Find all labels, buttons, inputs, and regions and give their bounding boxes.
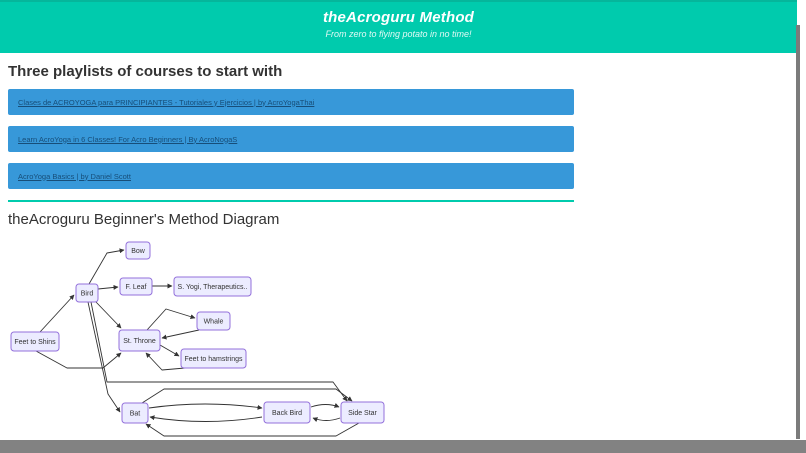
diagram-edge — [35, 350, 122, 369]
playlist-banner-1[interactable]: Clases de ACROYOGA para PRINCIPIANTES - … — [8, 89, 574, 115]
diagram-node-label: Feet to Shins — [14, 339, 56, 346]
diagram-node-label: Back Bird — [272, 410, 302, 417]
site-header: theAcroguru Method From zero to flying p… — [0, 0, 797, 53]
vertical-scrollbar[interactable] — [796, 25, 800, 439]
diagram-node-label: S. Yogi, Therapeutics.. — [178, 284, 248, 291]
diagram-node-label: Bat — [130, 411, 141, 418]
diagram-node-label: Bird — [81, 291, 94, 298]
diagram-edge — [145, 422, 360, 437]
diagram-node-feet-to-shins: Feet to Shins — [10, 331, 60, 352]
bottom-bar — [0, 440, 806, 453]
diagram-node-feet-to-hamstrings: Feet to hamstrings — [180, 348, 247, 369]
diagram-edge — [87, 301, 121, 413]
playlist-link-2[interactable]: Learn AcroYoga in 6 Classes! For Acro Be… — [18, 134, 238, 144]
diagram-node-label: St. Throne — [123, 338, 156, 345]
diagram-edge — [312, 417, 341, 422]
diagram-node-label: Side Star — [348, 410, 377, 417]
diagram-edge — [145, 352, 186, 371]
diagram-edge — [88, 248, 125, 285]
diagram-edge — [159, 344, 180, 357]
diagram-edge — [39, 294, 75, 333]
diagram-node-label: Whale — [204, 319, 224, 326]
diagram-edge — [310, 403, 340, 408]
diagram-node-whale: Whale — [196, 311, 231, 331]
diagram-edge — [149, 415, 263, 422]
diagram-node-label: F. Leaf — [125, 284, 146, 291]
diagram-node-side-star: Side Star — [340, 401, 385, 424]
diagram-node-s-yogi-therapeutics: S. Yogi, Therapeutics.. — [173, 276, 252, 297]
diagram-edge — [146, 308, 196, 331]
playlist-link-1[interactable]: Clases de ACROYOGA para PRINCIPIANTES - … — [18, 97, 315, 107]
diagram-node-back-bird: Back Bird — [263, 401, 311, 424]
main-content: Three playlists of courses to start with… — [0, 63, 806, 444]
diagram-edge — [95, 301, 122, 329]
diagram-node-st-throne: St. Throne — [118, 329, 161, 352]
diagram-node-label: Bow — [131, 248, 146, 255]
diagram-node-f-leaf: F. Leaf — [119, 277, 153, 296]
diagram-edge — [161, 329, 200, 340]
diagram-edge — [141, 388, 353, 404]
page-title: theAcroguru Method — [322, 9, 475, 26]
playlists-heading: Three playlists of courses to start with — [8, 63, 283, 80]
diagram-node-bow: Bow — [125, 241, 151, 260]
section-divider — [8, 200, 574, 202]
diagram-heading: theAcroguru Beginner's Method Diagram — [8, 211, 280, 228]
diagram-node-label: Feet to hamstrings — [185, 356, 243, 363]
playlist-link-3[interactable]: AcroYoga Basics | by Daniel Scott — [18, 171, 131, 181]
page-subtitle: From zero to flying potato in no time! — [325, 29, 472, 39]
diagram-edge — [148, 403, 263, 410]
playlist-banner-3[interactable]: AcroYoga Basics | by Daniel Scott — [8, 163, 574, 189]
diagram-node-bat: Bat — [121, 402, 149, 424]
playlist-banner-2[interactable]: Learn AcroYoga in 6 Classes! For Acro Be… — [8, 126, 574, 152]
diagram-node-bird: Bird — [75, 283, 99, 303]
diagram-edge — [97, 284, 119, 290]
